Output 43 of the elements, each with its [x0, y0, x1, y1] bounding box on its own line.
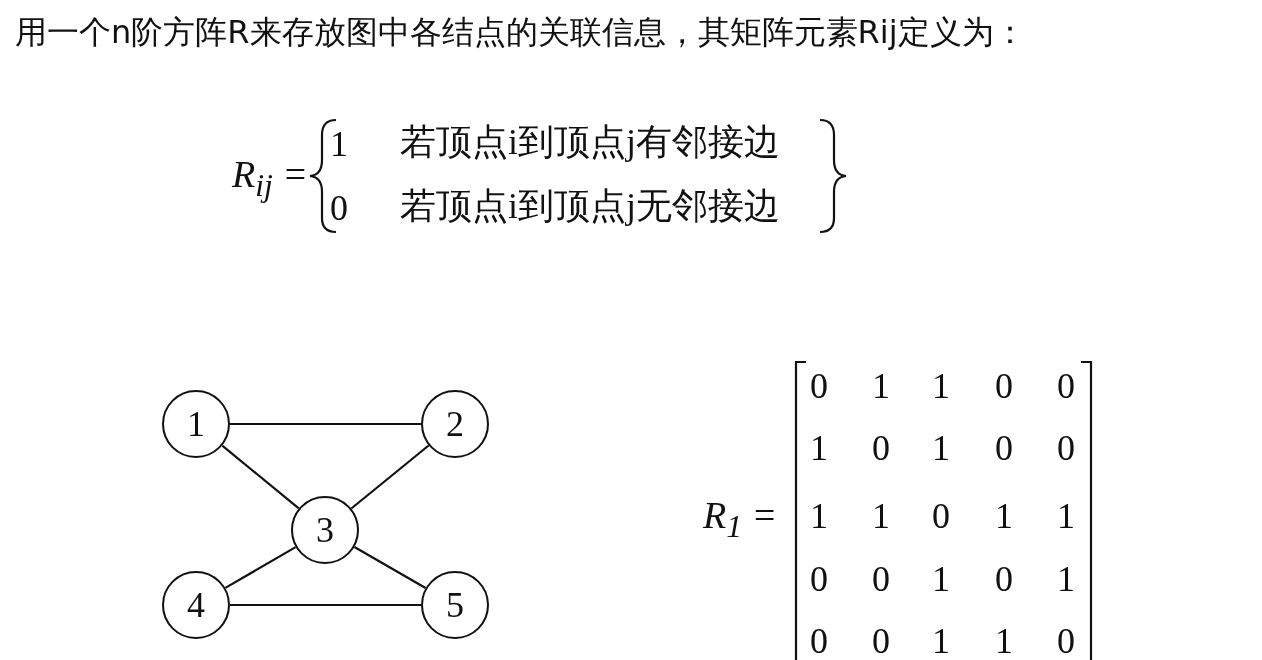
matrix-entry: 1: [1057, 498, 1075, 534]
edge-line: [224, 546, 297, 589]
matrix-entry: 0: [1057, 623, 1075, 659]
edge-line: [230, 422, 421, 426]
matrix-entry: 0: [995, 561, 1013, 597]
matrix-name: R$_{1}$ =: [703, 496, 778, 543]
matrix-entry: 0: [995, 430, 1013, 466]
vertex-circle: 4: [162, 571, 230, 639]
case-condition: 若顶点i到顶点j有邻接边: [400, 124, 780, 160]
edge-line: [221, 444, 300, 510]
matrix-entry: 1: [932, 561, 950, 597]
case-value: 1: [330, 126, 348, 162]
matrix-entry: 1: [810, 430, 828, 466]
edge-line: [230, 603, 421, 607]
edge-line: [353, 546, 427, 589]
matrix-entry: 1: [872, 368, 890, 404]
matrix-entry: 0: [1057, 430, 1075, 466]
matrix-entry: 0: [932, 498, 950, 534]
matrix-entry: 0: [810, 623, 828, 659]
matrix-entry: 0: [810, 561, 828, 597]
matrix-entry: 0: [1057, 368, 1075, 404]
matrix-entry: 1: [995, 498, 1013, 534]
matrix-entry: 1: [872, 498, 890, 534]
vertex-circle: 1: [162, 390, 230, 458]
matrix-entry: 0: [810, 368, 828, 404]
matrix-entry: 1: [995, 623, 1013, 659]
matrix-entry: 1: [810, 498, 828, 534]
vertex-circle: 2: [421, 390, 489, 458]
matrix-entry: 0: [872, 561, 890, 597]
title: 用一个n阶方阵R来存放图中各结点的关联信息，其矩阵元素Rij定义为：: [15, 16, 1026, 48]
matrix-entry: 0: [995, 368, 1013, 404]
case-value: 0: [330, 190, 348, 226]
formula-term: R$_{ij}$ =: [232, 155, 308, 202]
vertex-circle: 3: [291, 496, 359, 564]
matrix-entry: 1: [932, 623, 950, 659]
matrix-entry: 1: [1057, 561, 1075, 597]
edge-line: [350, 444, 430, 510]
matrix-entry: 1: [932, 430, 950, 466]
matrix-entry: 1: [932, 368, 950, 404]
matrix-entry: 0: [872, 623, 890, 659]
matrix-entry: 0: [872, 430, 890, 466]
vertex-circle: 5: [421, 571, 489, 639]
case-condition: 若顶点i到顶点j无邻接边: [400, 188, 780, 224]
